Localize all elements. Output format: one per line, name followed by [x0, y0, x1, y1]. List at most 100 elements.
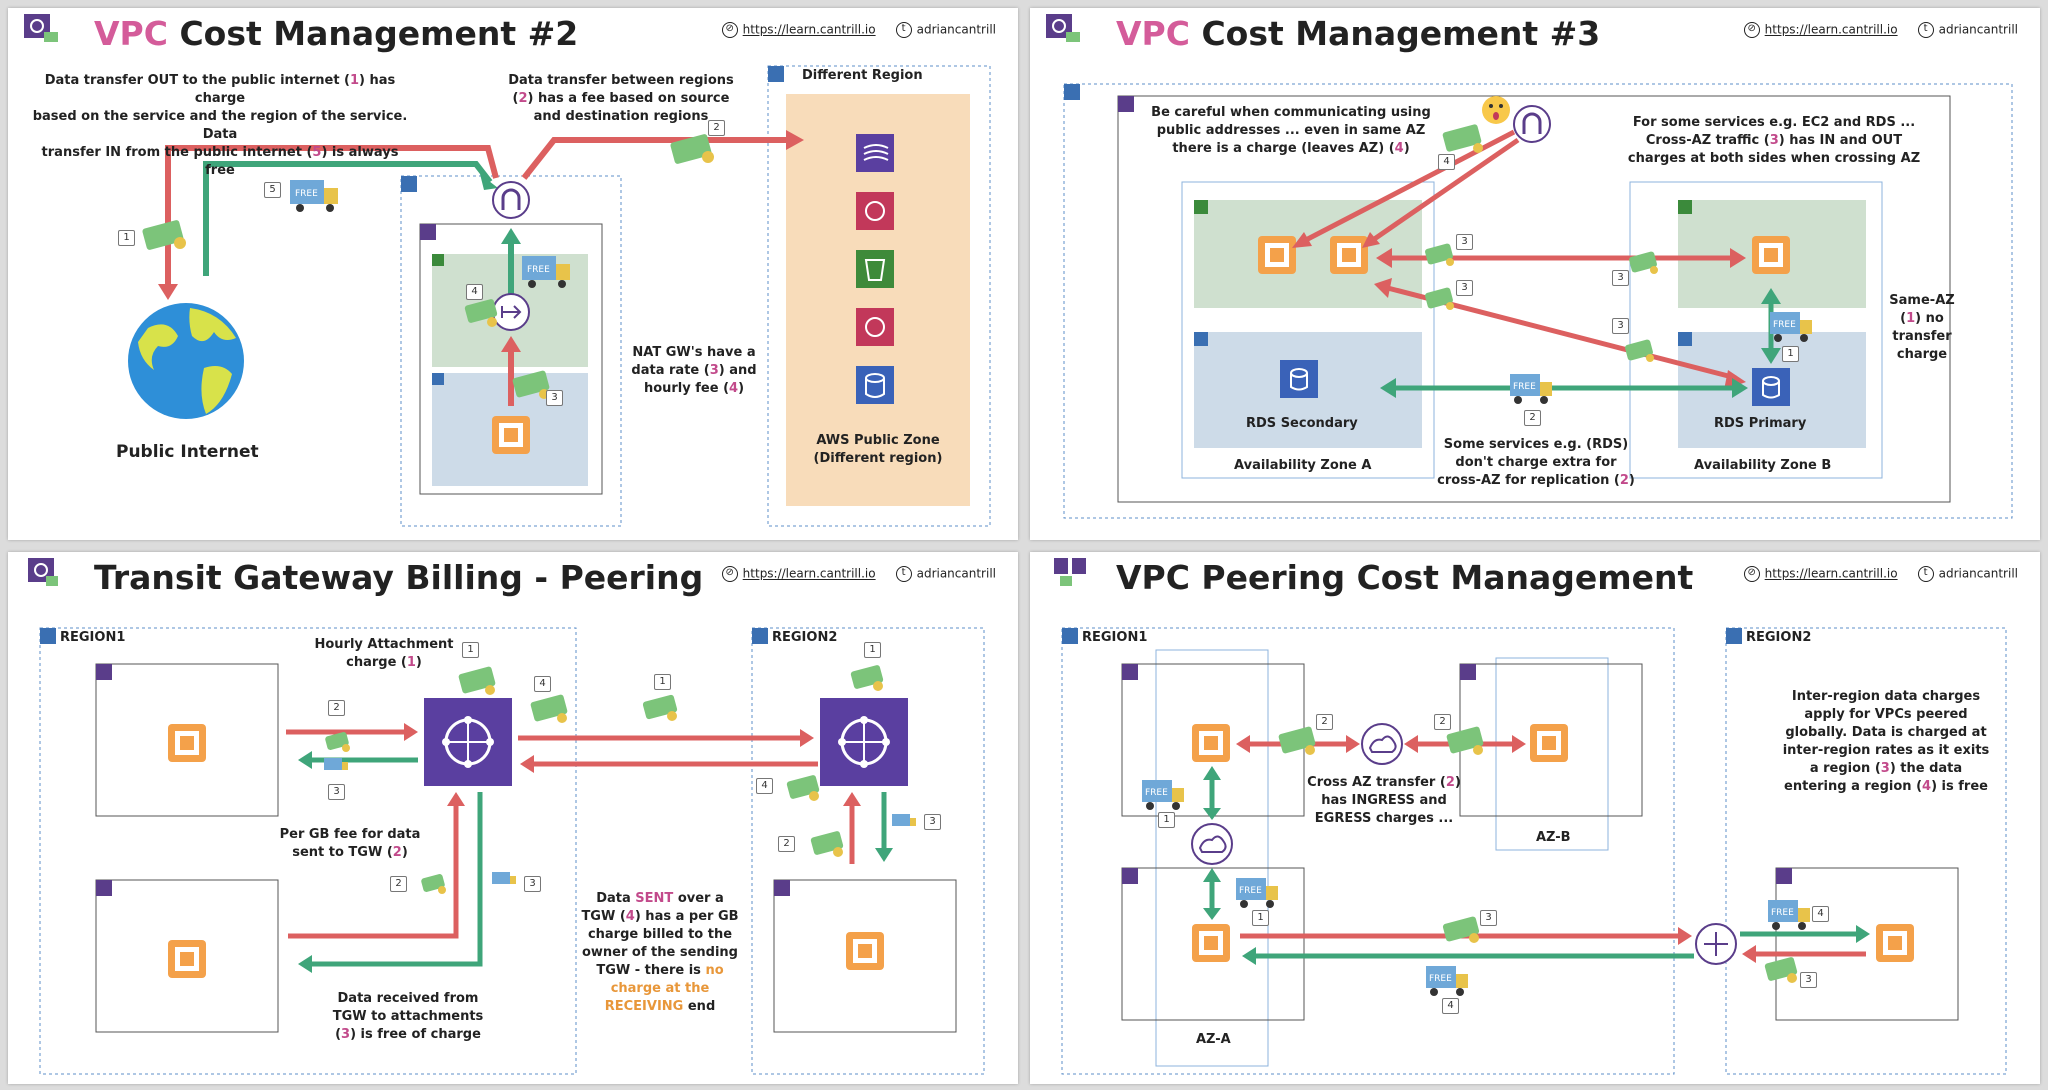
free-truck-icon [492, 872, 516, 884]
ec2-instance-icon [1258, 236, 1296, 274]
vpc-cloud-icon [420, 224, 436, 240]
badge: 4 [1442, 998, 1459, 1014]
svg-text:FREE: FREE [1773, 320, 1796, 330]
badge: 3 [1800, 972, 1817, 988]
compass-icon: ⊘ [1743, 566, 1760, 582]
free-truck-icon: FREE [1426, 966, 1468, 996]
region2-label: REGION2 [772, 630, 838, 645]
money-icon [421, 874, 446, 894]
region-flag-icon [1064, 84, 1080, 100]
badge: 1 [462, 642, 479, 658]
vpc-box [1121, 867, 1305, 1021]
tgw-logo-icon [28, 558, 58, 586]
money-icon [1629, 251, 1658, 274]
free-truck-icon: FREE [1768, 900, 1810, 930]
free-truck-icon: FREE [1142, 780, 1184, 810]
ec2-instance-icon [1876, 924, 1914, 962]
vpc-peering-logo-icon [1054, 558, 1086, 586]
public-subnet-lock-icon [432, 254, 444, 266]
hourly-note: Hourly Attachment charge (1) [314, 637, 454, 670]
dynamodb-icon [856, 366, 894, 404]
sent-note: Data SENT over a TGW (4) has a per GB ch… [581, 891, 739, 1014]
money-icon [1425, 243, 1454, 266]
money-icon [1446, 726, 1484, 755]
ec2-instance-icon [1752, 236, 1790, 274]
same-az-note: Same-AZ (1) no transfer charge [1889, 293, 1955, 362]
website-link[interactable]: ⊘https://learn.cantrill.io [1743, 22, 1898, 38]
free-truck-icon [324, 758, 348, 770]
inter-region-note: Inter-region data charges apply for VPCs… [1782, 689, 1990, 794]
slide2-diagram: FREE FREE [1063, 83, 2013, 519]
twitter-icon: t [895, 566, 912, 582]
money-icon [142, 220, 186, 250]
free-truck-icon: FREE [290, 180, 338, 212]
internet-gateway-icon [1513, 105, 1551, 143]
money-icon [786, 775, 820, 801]
website-link[interactable]: ⊘https://learn.cantrill.io [721, 22, 876, 38]
svg-text:FREE: FREE [1239, 886, 1262, 896]
compass-icon: ⊘ [721, 22, 738, 38]
egress-arrow [165, 145, 499, 286]
cross-az-note: Cross AZ transfer (2) has INGRESS and EG… [1307, 775, 1461, 826]
badge: 2 [328, 700, 345, 716]
inter-region-arrow [521, 137, 788, 180]
badge: 5 [264, 182, 281, 198]
note-inter-region: Data transfer between regions (2) has a … [508, 73, 734, 124]
region1-label: REGION1 [60, 630, 126, 645]
availability-zone-b [1629, 181, 1883, 479]
vpc-flag-icon [401, 176, 417, 192]
slide-vpc-cost-3: VPC Cost Management #3 ⊘https://learn.ca… [1030, 8, 2040, 540]
region1-flag-icon [40, 628, 56, 644]
slide-title: VPC Peering Cost Management [1116, 558, 1694, 597]
slide1-diagram: FREE FREE [128, 65, 991, 527]
slide-vpc-cost-2: VPC Cost Management #2 ⊘https://learn.ca… [8, 8, 1018, 540]
region2-boundary [1725, 627, 2007, 1075]
compass-icon: ⊘ [1743, 22, 1760, 38]
website-link[interactable]: ⊘https://learn.cantrill.io [1743, 566, 1898, 582]
money-icon [1278, 726, 1316, 755]
badge: 1 [1782, 346, 1799, 362]
careful-note: Be careful when communicating using publ… [1151, 105, 1431, 156]
badge: 2 [390, 876, 407, 892]
slide4-diagram: FREE FREE FREE FREE [1061, 627, 2007, 1075]
badge: 4 [1438, 154, 1455, 170]
slide-title: Transit Gateway Billing - Peering [94, 558, 704, 597]
region-boundary [1063, 83, 2013, 519]
svg-text:FREE: FREE [1771, 908, 1794, 918]
money-icon [1442, 916, 1480, 943]
svg-text:FREE: FREE [1429, 974, 1452, 984]
slide-vpc-peering-cost: VPC Peering Cost Management ⊘https://lea… [1030, 552, 2040, 1084]
free-truck-icon [892, 814, 916, 826]
money-icon [1625, 339, 1654, 362]
private-subnet-lock-icon [432, 373, 444, 385]
rds-secondary-icon [1280, 360, 1318, 398]
different-region-label: Different Region [802, 68, 923, 83]
vpc-logo-icon [1046, 14, 1080, 42]
free-truck-icon: FREE [1770, 312, 1812, 342]
badge: 3 [524, 876, 541, 892]
internet-gateway-icon [492, 181, 530, 219]
free-truck-icon: FREE [1510, 374, 1552, 404]
badge: 1 [654, 674, 671, 690]
slide-tgw-billing: Transit Gateway Billing - Peering ⊘https… [8, 552, 1018, 1084]
peering-connection-icon [1191, 823, 1233, 865]
region1-boundary [1061, 627, 1675, 1075]
ec2-instance-icon [1192, 724, 1230, 762]
slide3-diagram [39, 627, 985, 1075]
different-region-boundary [767, 65, 991, 527]
badge: 2 [1316, 714, 1333, 730]
region2-flag-icon [752, 628, 768, 644]
ec2-instance-icon [168, 724, 206, 762]
transit-gateway-icon [424, 698, 512, 786]
region2-flag-icon [1726, 628, 1742, 644]
compass-icon: ⊘ [721, 566, 738, 582]
free-truck-icon: FREE [1236, 878, 1278, 908]
website-link[interactable]: ⊘https://learn.cantrill.io [721, 566, 876, 582]
received-note: Data received from TGW to attachments (3… [332, 991, 484, 1042]
badge: 3 [924, 814, 941, 830]
